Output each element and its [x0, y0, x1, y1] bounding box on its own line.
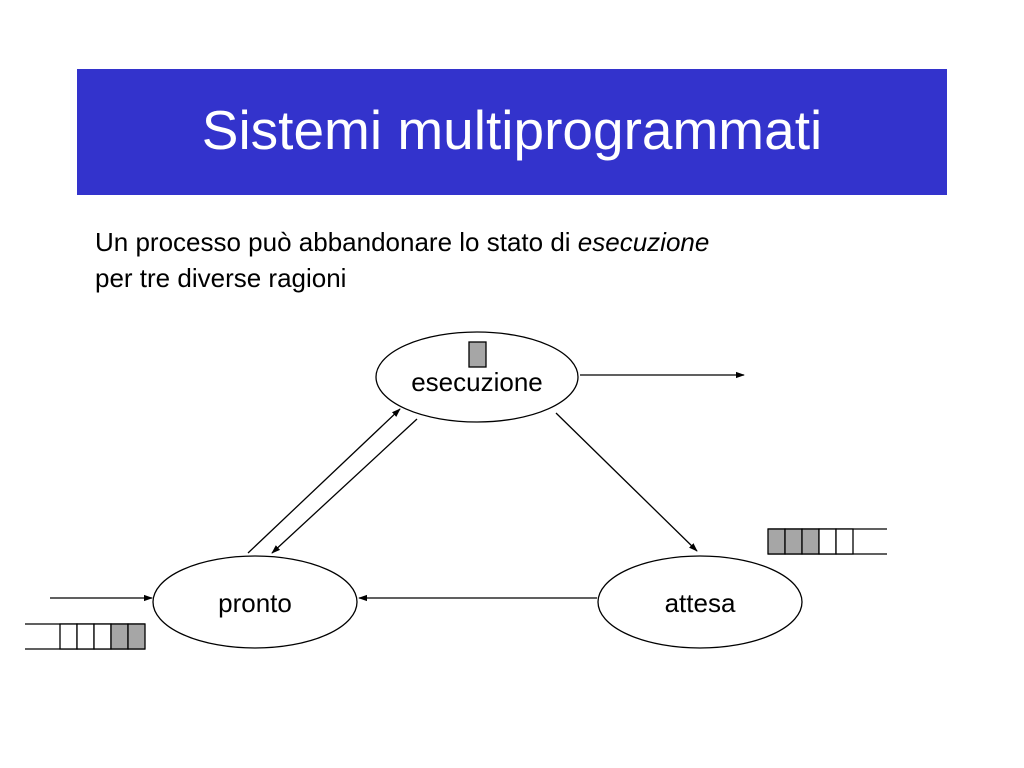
node-attesa-label: attesa: [665, 588, 736, 618]
node-esecuzione-shape: [375, 331, 579, 423]
wait-queue-slot-filled: [767, 528, 786, 555]
ready-queue-slot: [76, 623, 95, 650]
wait-queue-slot-filled: [801, 528, 820, 555]
wait-queue-slot: [818, 528, 837, 555]
arrow-pronto-to-esecuzione: [247, 408, 401, 554]
node-esecuzione-label: esecuzione: [411, 367, 543, 397]
running-slot: [468, 341, 487, 368]
node-pronto-label: pronto: [218, 588, 292, 618]
title-bar: Sistemi multiprogrammati: [77, 69, 947, 195]
node-pronto: pronto: [152, 555, 358, 649]
ready-queue-slot-filled: [127, 623, 146, 650]
ready-queue-slot: [59, 623, 78, 650]
intro-emphasis: esecuzione: [577, 227, 710, 257]
ready-queue-slot-filled: [110, 623, 129, 650]
node-attesa-shape: [597, 555, 803, 649]
intro-text: Un processo può abbandonare lo stato di …: [95, 224, 955, 296]
wait-queue: [767, 528, 887, 555]
wait-queue-slot: [835, 528, 854, 555]
arrow-esecuzione-to-attesa: [555, 412, 698, 552]
wait-queue-slot-filled: [784, 528, 803, 555]
intro-line-1-prefix: Un processo può abbandonare lo stato di: [95, 227, 578, 257]
node-esecuzione: esecuzione: [375, 331, 579, 423]
arrow-esecuzione-to-pronto: [271, 418, 418, 554]
intro-line-2: per tre diverse ragioni: [95, 263, 347, 293]
intro-line-1: Un processo può abbandonare lo stato di …: [95, 224, 955, 260]
ready-queue-slot: [93, 623, 112, 650]
node-attesa: attesa: [597, 555, 803, 649]
slide-title: Sistemi multiprogrammati: [201, 99, 823, 161]
ready-queue: [25, 623, 146, 650]
node-pronto-shape: [152, 555, 358, 649]
